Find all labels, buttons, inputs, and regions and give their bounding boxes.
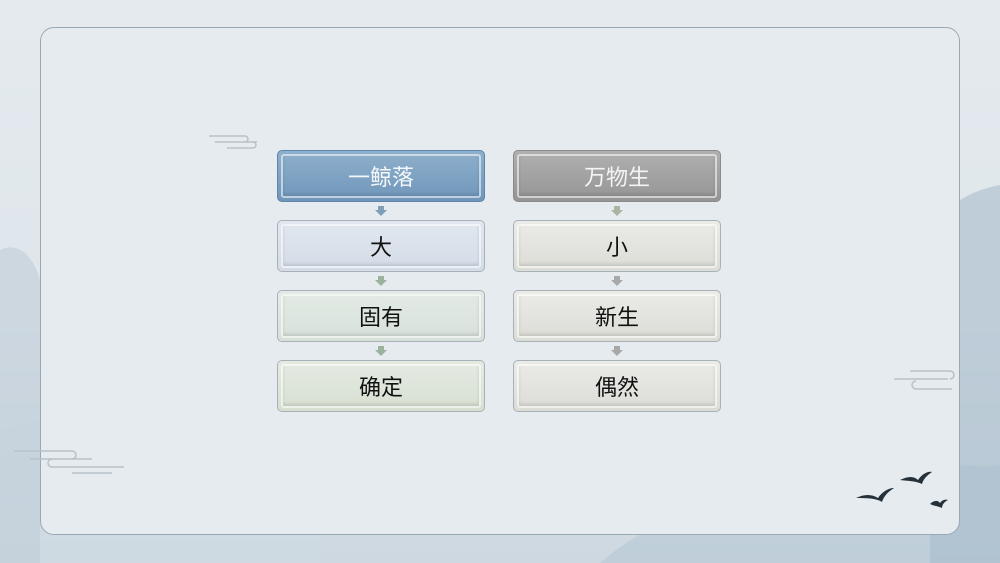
down-arrow-icon [277,272,485,290]
right-column-header: 万物生 [513,150,721,202]
birds-icon [856,471,948,508]
cloud-icon [894,370,955,390]
left-item-1: 大 [277,220,485,272]
down-arrow-icon [513,272,721,290]
down-arrow-icon [513,202,721,220]
down-arrow-icon [277,342,485,360]
right-item-2: 新生 [513,290,721,342]
down-arrow-icon [513,342,721,360]
left-item-2: 固有 [277,290,485,342]
down-arrow-icon [277,202,485,220]
left-column: 一鲸落 大 固有 确定 [277,150,487,412]
left-item-3: 确定 [277,360,485,412]
content-frame [40,27,960,535]
right-item-3: 偶然 [513,360,721,412]
cloud-icon [209,135,257,149]
right-item-1: 小 [513,220,721,272]
cloud-icon [14,450,124,474]
left-column-header: 一鲸落 [277,150,485,202]
right-column: 万物生 小 新生 偶然 [513,150,723,412]
